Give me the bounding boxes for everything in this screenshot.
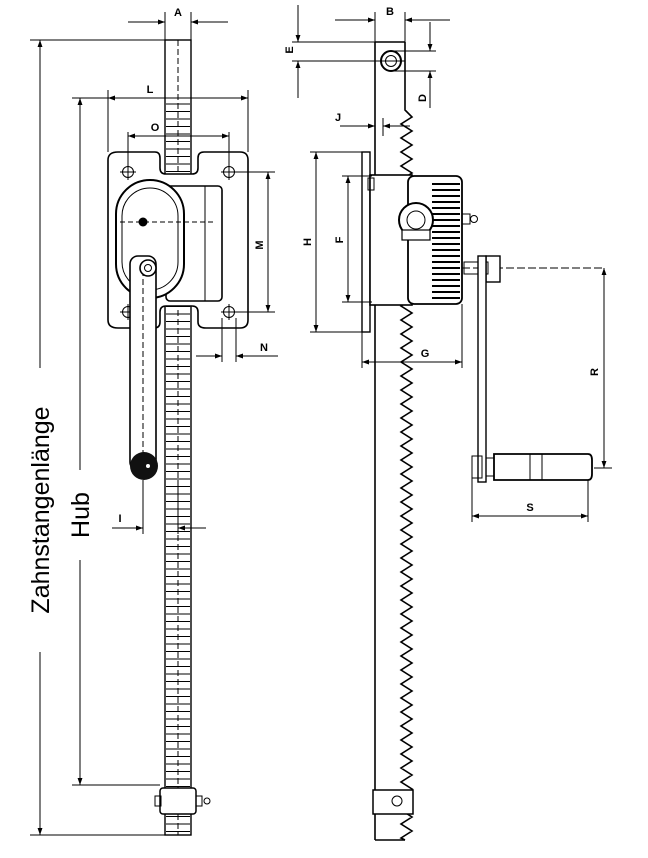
dim-j: J	[335, 112, 410, 136]
crank-handle-knob	[130, 452, 158, 480]
shaft-dot	[138, 217, 148, 227]
dim-a: A	[128, 7, 228, 40]
label-j: J	[335, 112, 341, 124]
dim-s: S	[471, 478, 589, 522]
dim-l: L	[107, 84, 249, 152]
dim-g: G	[361, 304, 463, 368]
side-mounting-plate	[361, 151, 371, 333]
cover-fins	[432, 183, 460, 299]
side-bottom-eye	[372, 789, 414, 815]
label-m: M	[254, 240, 266, 249]
label-h: H	[302, 238, 314, 246]
label-rack-length: Zahnstangenlänge	[27, 406, 55, 613]
label-g: G	[421, 348, 430, 360]
label-i: I	[118, 513, 121, 525]
dim-d: D	[391, 22, 436, 108]
label-r: R	[589, 368, 601, 376]
dim-r: R	[589, 268, 612, 469]
label-s: S	[526, 502, 533, 514]
dim-m: M	[236, 171, 275, 313]
label-a: A	[174, 7, 182, 19]
label-l: L	[147, 84, 154, 96]
dim-o: O	[127, 122, 230, 168]
front-view: A L O M N	[27, 7, 278, 836]
label-f: F	[334, 236, 346, 243]
crank-handle-grip	[493, 453, 593, 481]
label-n: N	[260, 342, 268, 354]
label-d: D	[417, 94, 429, 102]
dim-i: I	[112, 480, 206, 534]
crank-hub	[139, 259, 157, 277]
label-b: B	[386, 6, 394, 18]
dim-n: N	[196, 318, 278, 362]
label-o: O	[151, 122, 160, 134]
dim-b: B	[335, 6, 450, 42]
label-stroke: Hub	[67, 492, 95, 538]
front-bottom-clamp	[159, 787, 197, 815]
dim-e: E	[284, 5, 405, 98]
side-rack-teeth	[399, 42, 414, 841]
dim-f: F	[334, 175, 372, 303]
side-view: B E D J	[284, 5, 612, 841]
dim-h: H	[302, 151, 370, 333]
label-e: E	[284, 46, 296, 53]
side-crank-arm	[477, 255, 487, 483]
dim-stroke: Hub	[67, 97, 160, 786]
dim-rack-length: Zahnstangenlänge	[27, 39, 165, 836]
